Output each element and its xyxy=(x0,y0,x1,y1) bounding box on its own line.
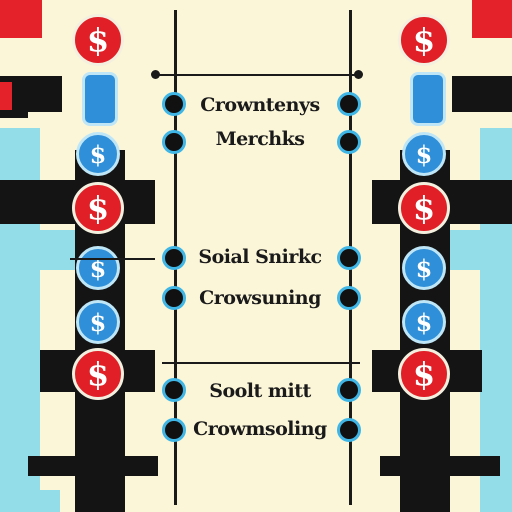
dot-right-6 xyxy=(337,418,361,442)
center-label-3: Soial Snirkc xyxy=(198,246,322,268)
dot-left-2 xyxy=(162,130,186,154)
right-coin-4: $ xyxy=(402,246,446,290)
dot-left-1 xyxy=(162,92,186,116)
left-cyan-tube xyxy=(82,72,118,126)
top-rule-left-cap xyxy=(151,70,160,79)
center-label-6: Crowmsoling xyxy=(193,418,327,440)
right-coin-6: $ xyxy=(398,348,450,400)
left-coin-4: $ xyxy=(76,246,120,290)
right-shoulder-bar xyxy=(452,76,512,112)
dot-right-4 xyxy=(337,286,361,310)
right-coin-2: $ xyxy=(402,132,446,176)
dot-right-1 xyxy=(337,92,361,116)
left-cyan-band xyxy=(0,230,75,270)
center-label-4: Crowsuning xyxy=(199,287,321,309)
dot-left-4 xyxy=(162,286,186,310)
top-rule-right-cap xyxy=(354,70,363,79)
dot-left-3 xyxy=(162,246,186,270)
right-coin-5: $ xyxy=(402,300,446,344)
right-cyan-band xyxy=(450,230,512,270)
center-mid-rule xyxy=(70,258,155,260)
left-coin-5: $ xyxy=(76,300,120,344)
left-top-red-block xyxy=(0,0,42,38)
left-stand xyxy=(28,456,158,476)
center-label-2: Merchks xyxy=(215,128,305,150)
left-red-chip xyxy=(0,82,12,110)
left-coin-6: $ xyxy=(72,348,124,400)
dot-left-6 xyxy=(162,418,186,442)
center-bottom-rule xyxy=(162,362,360,364)
center-label-1: Crowntenys xyxy=(200,94,320,116)
right-cyan-tube xyxy=(410,72,446,126)
left-coin-1: $ xyxy=(72,14,124,66)
right-stand xyxy=(380,456,500,476)
dot-left-5 xyxy=(162,378,186,402)
left-coin-3: $ xyxy=(72,182,124,234)
left-coin-2: $ xyxy=(76,132,120,176)
dot-right-2 xyxy=(337,130,361,154)
dot-right-3 xyxy=(337,246,361,270)
center-top-rule xyxy=(155,74,360,76)
center-label-5: Soolt mitt xyxy=(209,380,311,402)
dot-right-5 xyxy=(337,378,361,402)
right-coin-1: $ xyxy=(398,14,450,66)
left-foot-cyan xyxy=(0,490,60,512)
right-top-red-block xyxy=(472,0,512,38)
right-coin-3: $ xyxy=(398,182,450,234)
